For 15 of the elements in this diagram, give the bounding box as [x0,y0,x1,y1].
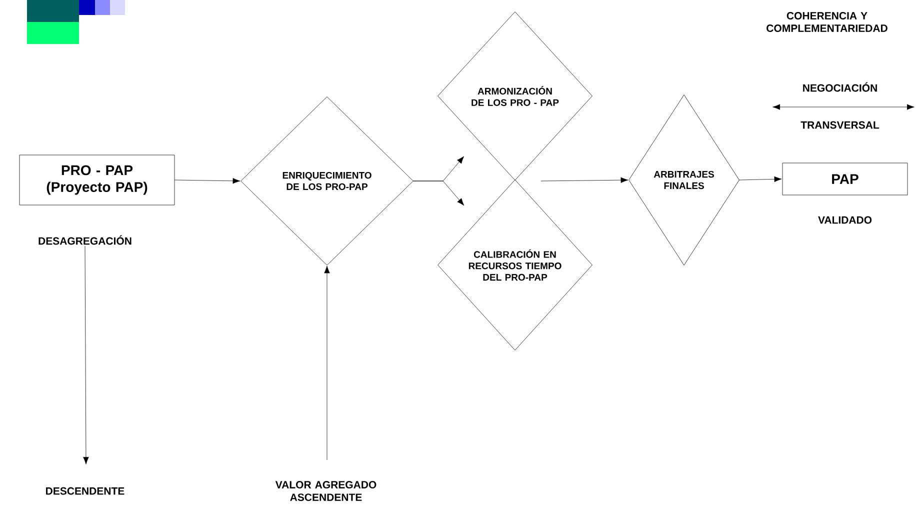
arrow [413,180,464,206]
text-label: NEGOCIACIÓN [803,82,877,92]
text-label: COHERENCIA Y COMPLEMENTARIEDAD [766,12,888,32]
text-label: TRANSVERSAL [800,121,880,129]
arrow [540,177,628,183]
text-label: VALOR AGREGADO ASCENDENTE [275,481,376,502]
text-label: VALIDADO [818,216,872,224]
process-box: PAP [782,162,908,196]
arrow [174,178,240,184]
process-box: PRO - PAP (Proyecto PAP) [19,154,175,206]
arrow [324,266,330,460]
arrow [739,176,782,182]
arrow [83,246,89,464]
text-label: DESAGREGACIÓN [38,235,132,245]
text-label: DESCENDENTE [46,487,124,495]
